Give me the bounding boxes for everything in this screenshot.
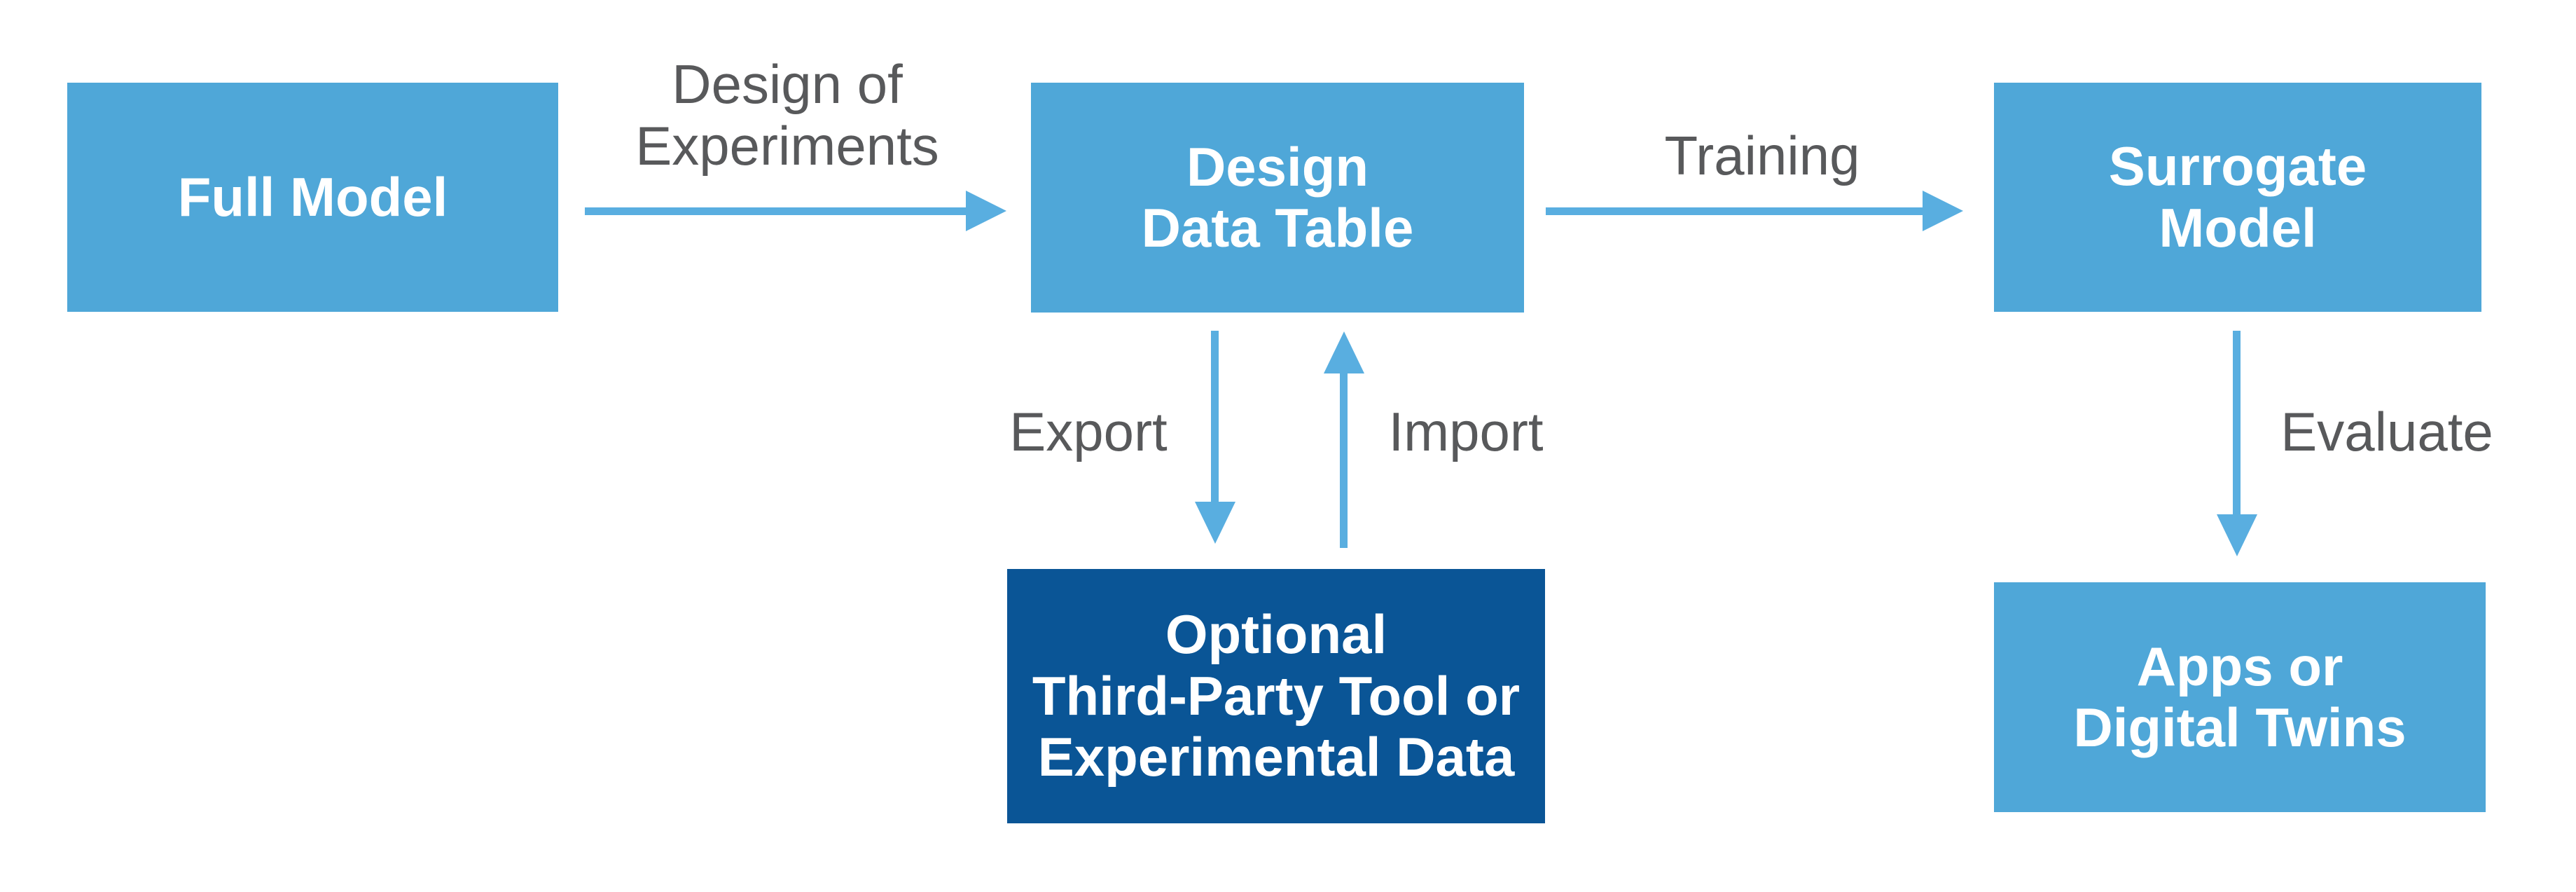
node-full-model: Full Model — [67, 83, 558, 312]
arrow-design-of-experiments-head-icon — [966, 191, 1006, 231]
edge-label-line: Experiments — [635, 115, 939, 177]
edge-label-training: Training — [1664, 125, 1860, 186]
node-label-line: Experimental Data — [1037, 726, 1515, 788]
arrow-evaluate-line — [2233, 331, 2241, 514]
arrow-import-line — [1340, 373, 1348, 548]
edge-label-design-of-experiments: Design of Experiments — [635, 53, 939, 177]
node-label-line: Optional — [1165, 603, 1387, 666]
node-label-line: Design — [1186, 135, 1369, 198]
arrow-evaluate-head-icon — [2217, 514, 2257, 556]
edge-label-evaluate: Evaluate — [2280, 401, 2493, 462]
node-label-line: Full Model — [177, 165, 448, 228]
node-label-line: Data Table — [1141, 197, 1414, 259]
arrow-export-line — [1211, 331, 1219, 502]
arrow-training-line — [1546, 207, 1923, 215]
node-label-line: Surrogate — [2108, 135, 2367, 198]
node-apps-digital-twins: Apps or Digital Twins — [1994, 582, 2486, 812]
arrow-training-head-icon — [1923, 191, 1963, 231]
node-label-line: Apps or — [2136, 635, 2343, 697]
node-surrogate-model: Surrogate Model — [1994, 83, 2481, 312]
node-label-line: Model — [2159, 196, 2317, 259]
edge-label-export: Export — [1009, 401, 1168, 462]
node-design-data-table: Design Data Table — [1031, 83, 1524, 313]
edge-label-line: Design of — [672, 53, 903, 115]
arrow-import-head-icon — [1324, 331, 1364, 373]
node-label-line: Third-Party Tool or — [1032, 664, 1521, 727]
arrow-design-of-experiments-line — [585, 207, 967, 215]
node-label-line: Digital Twins — [2073, 697, 2407, 758]
arrow-export-head-icon — [1195, 502, 1235, 544]
node-optional-third-party: Optional Third-Party Tool or Experimenta… — [1007, 569, 1545, 823]
edge-label-import: Import — [1388, 401, 1544, 462]
